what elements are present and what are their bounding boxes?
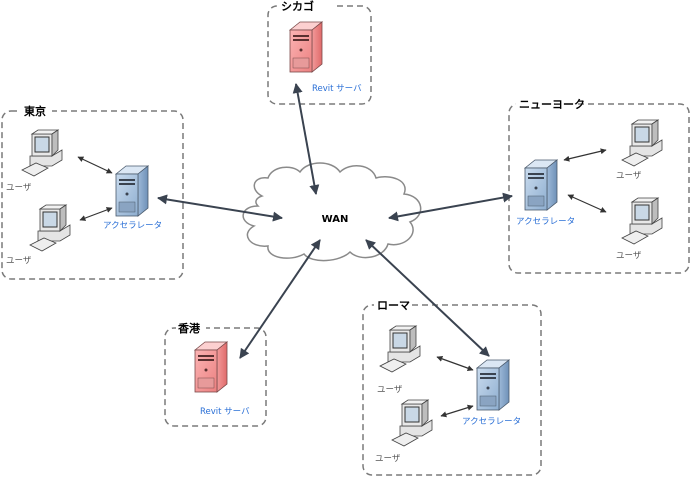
workstation-icon bbox=[21, 129, 63, 177]
rome-accelerator-label: アクセラレータ bbox=[462, 417, 521, 427]
accelerator-icon bbox=[115, 165, 149, 217]
workstation-icon bbox=[29, 204, 71, 252]
workstation-icon bbox=[379, 325, 421, 373]
newyork-user-label-2: ユーザ bbox=[616, 251, 642, 261]
site-box-newyork bbox=[508, 103, 690, 274]
workstation-icon bbox=[391, 399, 433, 447]
wan-cloud-icon bbox=[242, 162, 422, 262]
revit-server-icon bbox=[194, 341, 228, 393]
chicago-server-label: Revit サーバ bbox=[312, 84, 362, 94]
newyork-user-label-1: ユーザ bbox=[616, 171, 642, 181]
site-label-hongkong: 香港 bbox=[177, 321, 201, 335]
link-newyork-user1 bbox=[563, 148, 607, 162]
site-box-hongkong bbox=[164, 327, 267, 427]
accelerator-icon bbox=[524, 159, 558, 211]
site-label-tokyo: 東京 bbox=[24, 104, 46, 118]
tokyo-user-label-1: ユーザ bbox=[6, 183, 32, 193]
site-label-newyork: ニューヨーク bbox=[519, 98, 585, 111]
site-label-rome: ローマ bbox=[377, 299, 410, 312]
workstation-icon bbox=[621, 197, 663, 245]
link-newyork-user2 bbox=[567, 194, 607, 213]
link-tokyo-wan bbox=[157, 194, 283, 222]
newyork-accelerator-label: アクセラレータ bbox=[516, 217, 575, 227]
site-box-tokyo bbox=[1, 110, 184, 280]
link-tokyo-user2 bbox=[79, 207, 113, 221]
link-rome-user1 bbox=[436, 356, 474, 371]
link-chicago-wan bbox=[292, 83, 320, 195]
link-hongkong-wan bbox=[239, 239, 321, 359]
rome-user-label-2: ユーザ bbox=[375, 454, 401, 464]
tokyo-accelerator-label: アクセラレータ bbox=[103, 221, 162, 231]
wan-label: WAN bbox=[322, 214, 349, 225]
link-newyork-wan bbox=[388, 192, 513, 222]
link-rome-user2 bbox=[440, 404, 474, 418]
link-rome-wan bbox=[365, 239, 490, 357]
workstation-icon bbox=[621, 119, 663, 167]
link-tokyo-user1 bbox=[77, 156, 113, 174]
tokyo-user-label-2: ユーザ bbox=[6, 256, 32, 266]
revit-server-icon bbox=[289, 21, 323, 73]
hongkong-server-label: Revit サーバ bbox=[200, 407, 250, 417]
rome-user-label-1: ユーザ bbox=[377, 385, 403, 395]
accelerator-icon bbox=[476, 359, 510, 411]
site-label-chicago: シカゴ bbox=[281, 0, 314, 13]
